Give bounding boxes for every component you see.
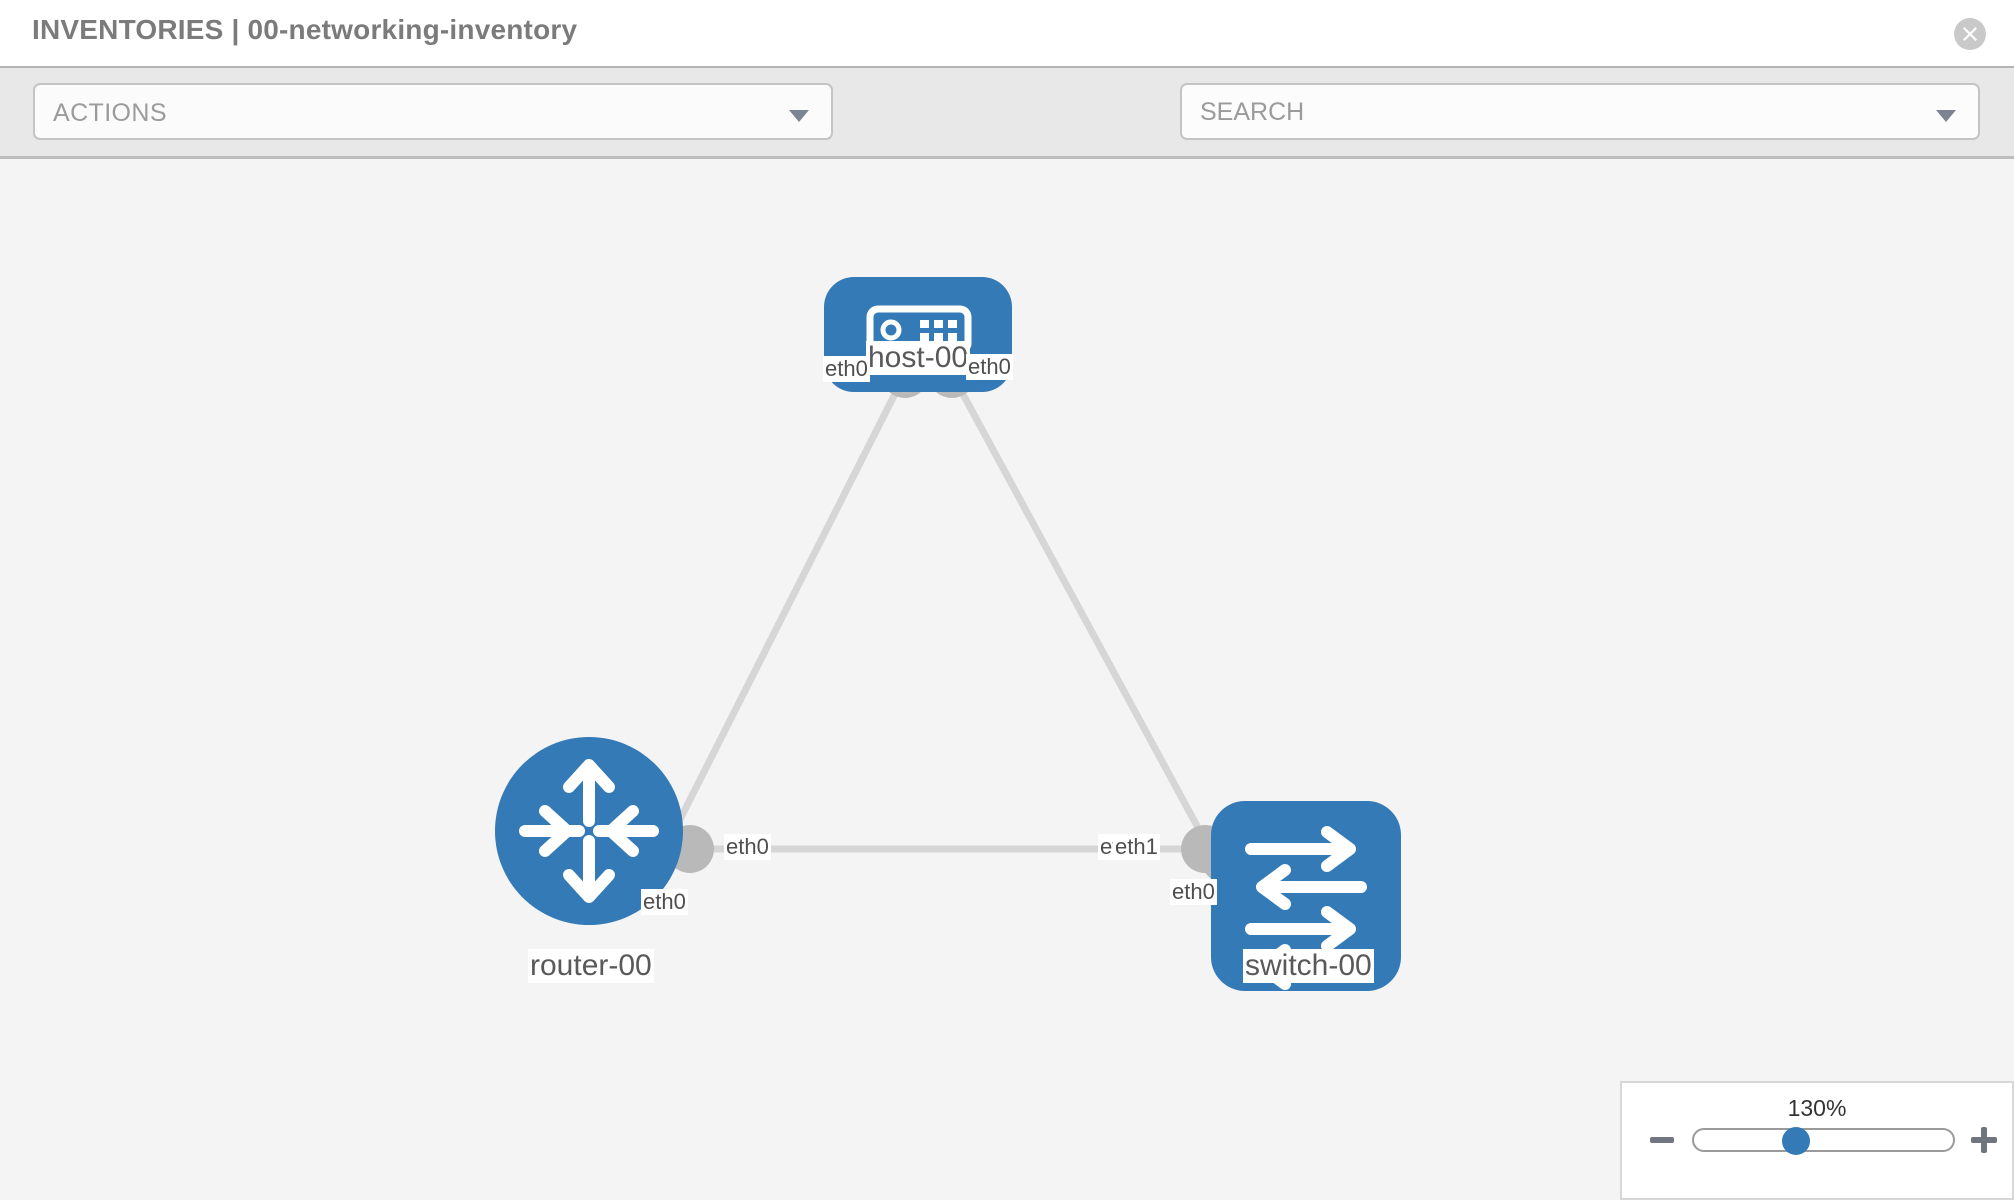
- edge-label-host-eth0-right: eth0: [966, 354, 1013, 380]
- node-router-00[interactable]: [495, 737, 683, 925]
- toolbar: ACTIONS: [0, 68, 2014, 195]
- zoom-slider-thumb[interactable]: [1782, 1127, 1810, 1155]
- node-label-router-00: router-00: [528, 949, 654, 983]
- search-field-wrapper[interactable]: [1180, 83, 1980, 140]
- zoom-control-panel: 130%: [1620, 1081, 2014, 1200]
- chevron-down-icon: [789, 110, 809, 122]
- zoom-level-label: 130%: [1787, 1095, 1847, 1121]
- page-title: INVENTORIES | 00-networking-inventory: [32, 14, 578, 45]
- page-header: INVENTORIES | 00-networking-inventory: [0, 0, 2014, 68]
- search-input[interactable]: [1198, 97, 1902, 128]
- plus-icon[interactable]: [1971, 1127, 1997, 1153]
- edge-label-router-eth0-horizontal: eth0: [724, 834, 771, 860]
- close-icon[interactable]: [1954, 18, 1986, 50]
- minus-icon[interactable]: [1650, 1137, 1674, 1143]
- edge-label-host-eth0-left: eth0: [823, 356, 870, 382]
- edge-host-switch[interactable]: [948, 372, 1219, 861]
- topology-graph: [495, 277, 1401, 991]
- node-label-switch-00: switch-00: [1243, 949, 1374, 983]
- zoom-slider[interactable]: [1692, 1128, 1955, 1152]
- edge-label-router-eth0-diagonal: eth0: [641, 889, 688, 915]
- search-chevron-down-icon[interactable]: [1936, 110, 1956, 122]
- edge-label-switch-eth1-horizontal: eth1: [1113, 834, 1160, 860]
- actions-dropdown-label: ACTIONS: [53, 99, 167, 127]
- actions-dropdown[interactable]: ACTIONS: [33, 83, 833, 140]
- topology-canvas[interactable]: host-00 router-00 switch-00 eth0 eth0 et…: [0, 159, 2014, 1200]
- edge-label-switch-eth0-diagonal: eth0: [1170, 879, 1217, 905]
- node-label-host-00: host-00: [866, 341, 971, 375]
- edge-host-router[interactable]: [656, 372, 909, 861]
